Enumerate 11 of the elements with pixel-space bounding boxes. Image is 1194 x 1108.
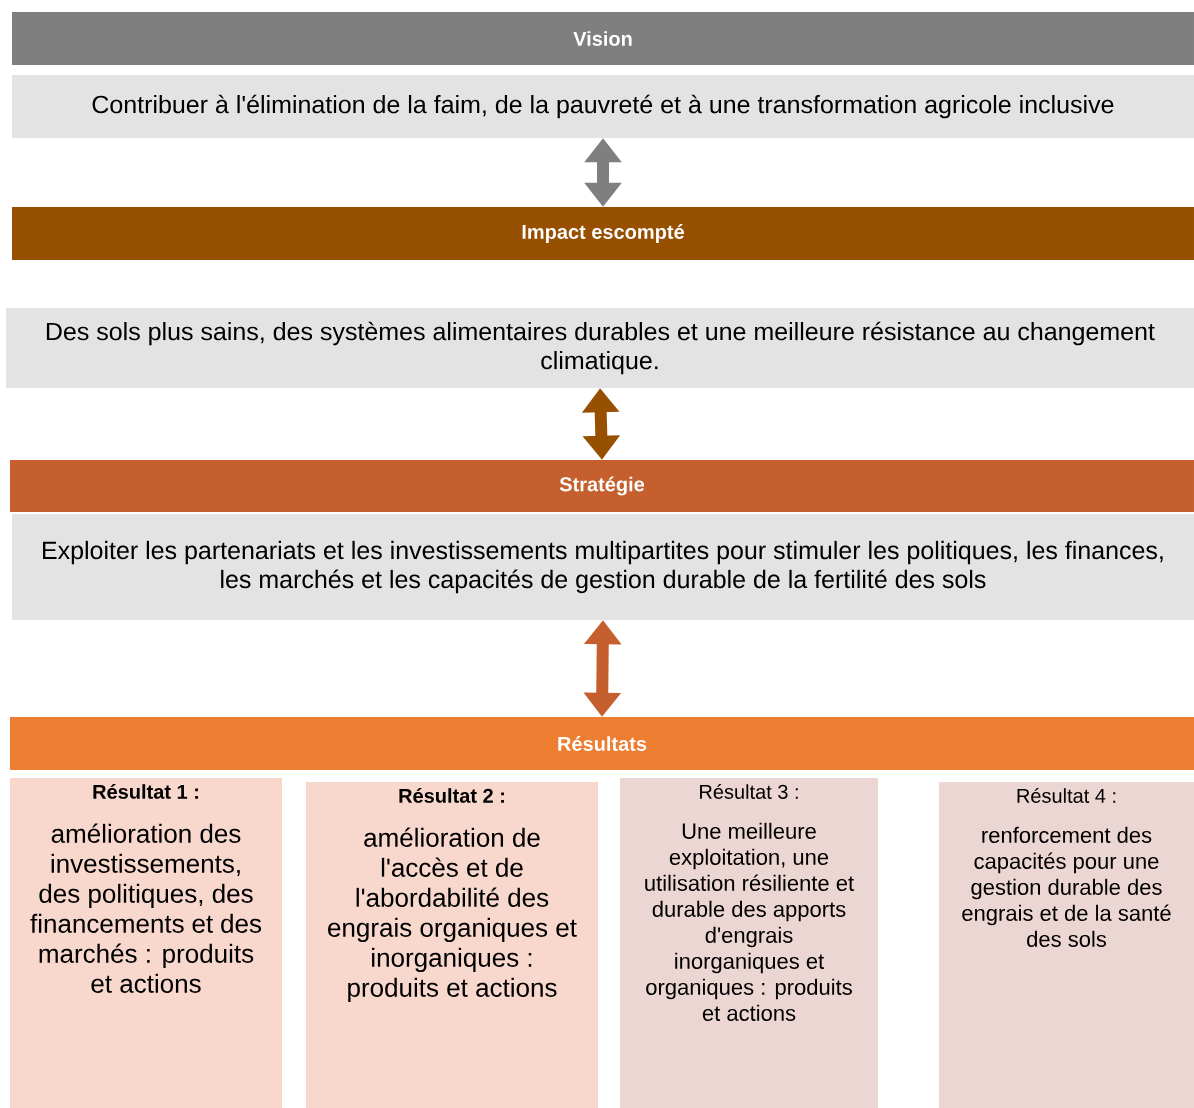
text-band: Des sols plus sains, des systèmes alimentaires durables et une meilleure résistance au changement climatique. [6,308,1194,388]
section-header: Impact escompté [12,207,1194,260]
section-header: Résultats [10,717,1194,770]
text-band: Contribuer à l'élimination de la faim, de la pauvreté et à une transformation agricole inclusive [12,75,1194,138]
text-band: Exploiter les partenariats et les investissements multipartites pour stimuler les politiques, les finances, les marchés et les capacités de gestion durable de la fertilité des sols [12,514,1194,620]
result-card: Résultat 1 : amélioration des investissements, des politiques, des financements et des marchés : produits et actions [10,778,282,1108]
section-header: Stratégie [10,460,1194,512]
result-card: Résultat 2 : amélioration de l'accès et de l'abordabilité des engrais organiques et inorganiques : produits et actions [306,782,598,1108]
result-card: Résultat 4 : renforcement des capacités pour une gestion durable des engrais et de la santé des sols [939,782,1194,1108]
section-header: Vision [12,12,1194,65]
result-card: Résultat 3 : Une meilleure exploitation, une utilisation résiliente et durable des apports d'engrais inorganiques et organiques : produits et actions [620,778,878,1108]
